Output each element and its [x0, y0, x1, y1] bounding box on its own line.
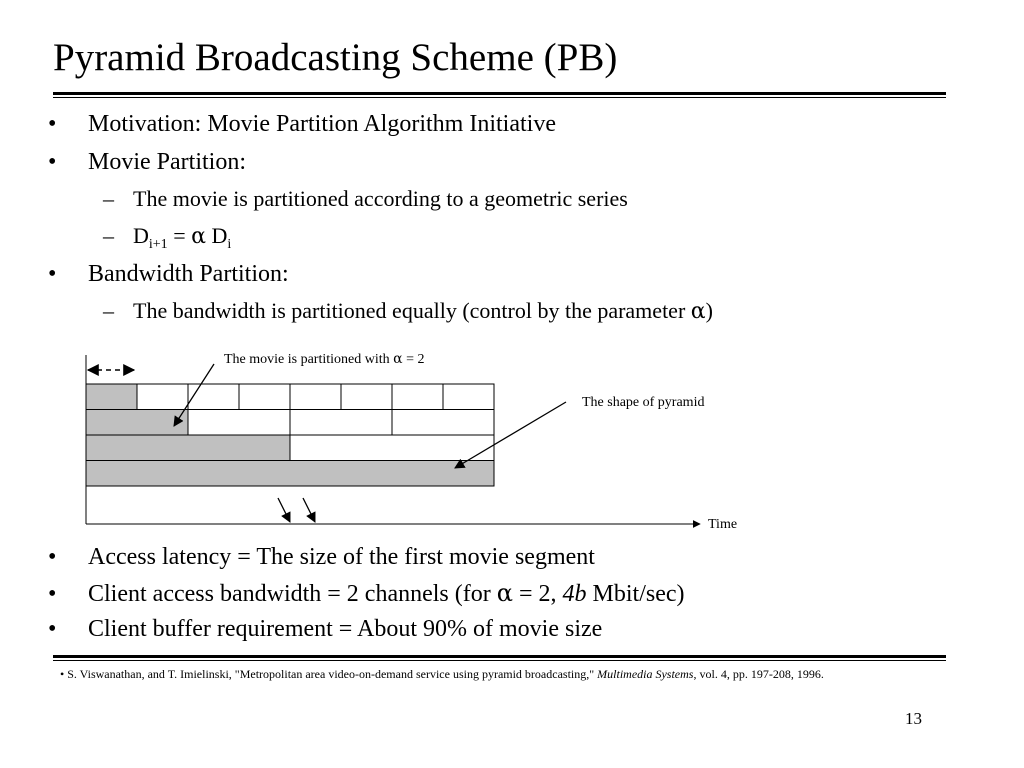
channel-3-segment-2 [289, 434, 495, 461]
bullet-movie-partition: • Movie Partition: [48, 147, 246, 177]
formula-subscript-i-plus-1: i+1 [148, 237, 168, 252]
sub-bullet-bandwidth-equal: –The bandwidth is partitioned equally (c… [103, 297, 713, 326]
channel-1-segment-2 [136, 383, 189, 410]
alpha-symbol: α [496, 579, 513, 607]
citation-footnote: • S. Viswanathan, and T. Imielinski, "Me… [60, 666, 900, 682]
sub-bullet-text: The movie is partitioned according to a … [133, 186, 628, 211]
partition-label: The movie is partitioned with α = 2 [224, 351, 425, 367]
bullet-text: Client access bandwidth = 2 channels (fo… [88, 581, 497, 607]
footer-divider-thick [53, 655, 946, 658]
bandwidth-value-italic: 4b [562, 581, 587, 607]
footer-divider-thin [53, 660, 946, 661]
channel-2-segment-3 [289, 409, 393, 436]
page-number: 13 [905, 709, 922, 728]
sub-bullet-text: The bandwidth is partitioned equally (co… [133, 298, 691, 323]
bullet-text: Client buffer requirement = About 90% of… [88, 616, 603, 642]
citation-text: • S. Viswanathan, and T. Imielinski, "Me… [60, 667, 598, 681]
channel-4-segment-1 [85, 460, 495, 487]
citation-journal: Multimedia Systems [597, 667, 694, 681]
sub-bullet-marker: – [103, 223, 114, 248]
bullet-motivation: • Motivation: Movie Partition Algorithm I… [48, 109, 556, 139]
title-divider-thin [53, 97, 946, 98]
bullet-text-end: Mbit/sec) [586, 581, 685, 607]
slide-title: Pyramid Broadcasting Scheme (PB) [53, 36, 618, 79]
sub-bullet-geometric-series: –The movie is partitioned according to a… [103, 185, 628, 213]
channel-1-segment-3 [187, 383, 240, 410]
bullet-marker: • [48, 149, 57, 175]
channel-2-segment-1 [85, 409, 189, 436]
access-tick-arrow-1 [277, 497, 291, 523]
bullet-marker: • [48, 111, 57, 137]
bullet-bandwidth-partition: • Bandwidth Partition: [48, 259, 289, 289]
alpha-symbol: α [191, 224, 206, 249]
alpha-symbol: α [690, 299, 706, 324]
citation-text-end: , vol. 4, pp. 197-208, 1996. [693, 667, 824, 681]
formula-subscript-i: i [227, 237, 232, 252]
channel-2-segment-4 [391, 409, 495, 436]
channel-1-segment-4 [238, 383, 291, 410]
channel-1-segment-6 [340, 383, 393, 410]
pyramid-label-arrow [454, 401, 567, 469]
formula-d-i: D [211, 223, 228, 248]
bullet-client-buffer: • Client buffer requirement = About 90% o… [48, 614, 602, 644]
formula-equals: = [167, 223, 192, 248]
bullet-text: Movie Partition: [88, 149, 246, 175]
bullet-marker: • [48, 544, 57, 570]
channel-3-segment-1 [85, 434, 291, 461]
bullet-marker: • [48, 261, 57, 287]
channel-grid [85, 383, 495, 487]
pyramid-shape-label: The shape of pyramid [582, 395, 704, 410]
channel-2-segment-2 [187, 409, 291, 436]
sub-bullet-text-end: ) [705, 298, 713, 323]
bullet-marker: • [48, 616, 57, 642]
sub-bullet-marker: – [103, 298, 114, 323]
bullet-text: Motivation: Movie Partition Algorithm In… [88, 111, 556, 137]
bullet-marker: • [48, 581, 57, 607]
sub-bullet-formula: –Di+1 = α Di [103, 222, 232, 252]
time-axis-label: Time [708, 517, 737, 532]
title-divider-thick [53, 92, 946, 95]
bullet-text-mid: = 2, [512, 581, 563, 607]
bullet-text: Bandwidth Partition: [88, 261, 289, 287]
channel-1-segment-5 [289, 383, 342, 410]
channel-1-segment-1 [85, 383, 138, 410]
bullet-text: Access latency = The size of the first m… [88, 544, 595, 570]
bullet-client-bandwidth: • Client access bandwidth = 2 channels (f… [48, 578, 685, 609]
access-tick-arrow-2 [302, 497, 316, 523]
bullet-access-latency: • Access latency = The size of the first … [48, 542, 595, 572]
channel-1-segment-7 [391, 383, 444, 410]
partition-label-arrow [173, 363, 215, 427]
channel-1-segment-8 [442, 383, 495, 410]
formula-d: D [133, 223, 149, 248]
sub-bullet-marker: – [103, 186, 114, 211]
